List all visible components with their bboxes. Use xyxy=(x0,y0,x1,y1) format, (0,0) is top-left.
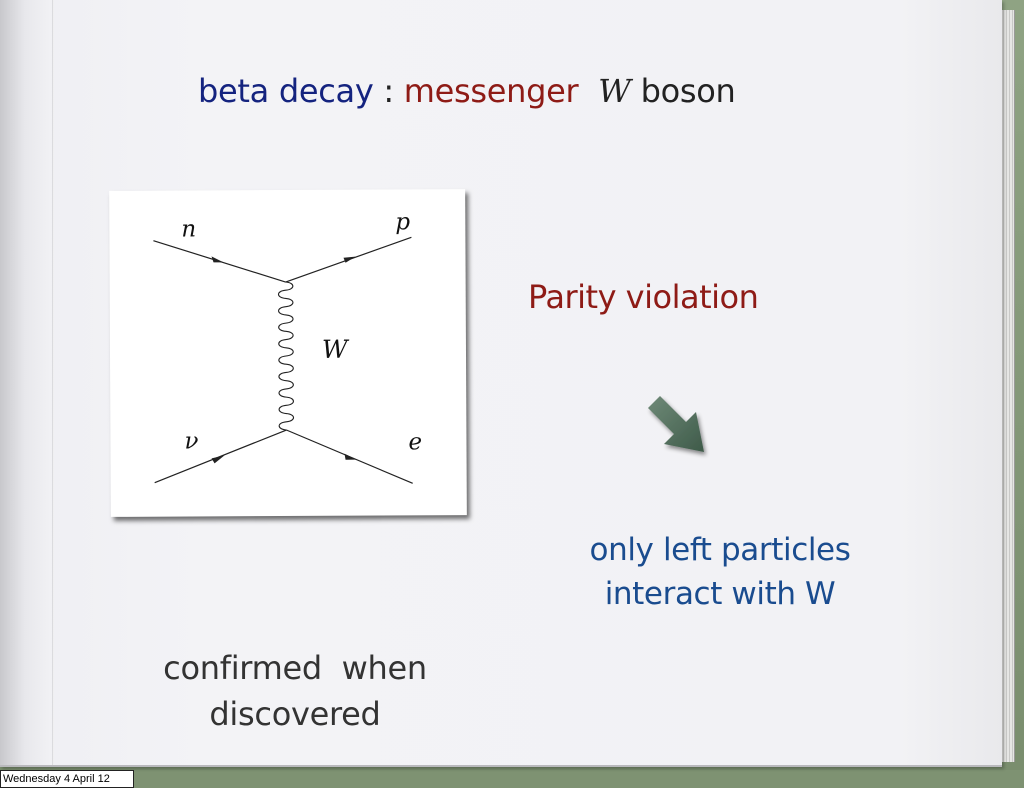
feynman-diagram-card: n p W ν e xyxy=(109,189,467,517)
w-boson-wavy-line xyxy=(277,281,295,431)
left-particles-line2: interact with W xyxy=(604,576,836,612)
title-boson: boson xyxy=(630,72,736,110)
label-p: p xyxy=(395,209,410,235)
label-e: e xyxy=(408,429,422,455)
slide-page: beta decay : messenger W boson n p W ν e… xyxy=(0,0,1002,767)
electron-arrow-icon xyxy=(344,453,357,460)
slide-title: beta decay : messenger W boson xyxy=(198,72,736,122)
proton-arrow-icon xyxy=(343,256,356,263)
title-separator: : xyxy=(373,72,404,110)
neutron-arrow-icon xyxy=(211,256,224,263)
neutrino-arrow-icon xyxy=(211,455,225,464)
confirmed-line2: discovered xyxy=(209,695,381,733)
left-particles-line1: only left particles xyxy=(589,532,851,568)
title-messenger: messenger xyxy=(403,72,579,110)
title-w-symbol: W xyxy=(598,72,631,110)
title-beta-decay: beta decay xyxy=(198,72,374,110)
label-n: n xyxy=(181,216,196,242)
book-pages-edge xyxy=(998,10,1015,762)
arrow-down-right-icon xyxy=(644,392,712,460)
label-w: W xyxy=(322,335,350,364)
date-footer: Wednesday 4 April 12 xyxy=(0,770,134,788)
parity-violation-text: Parity violation xyxy=(528,278,759,316)
page-fold-shadow xyxy=(0,0,70,765)
page-fold-line xyxy=(52,0,54,765)
label-nu: ν xyxy=(184,428,198,454)
confirmed-text: confirmed when discovered xyxy=(140,645,450,737)
left-particles-text: only left particles interact with W xyxy=(560,528,880,616)
confirmed-line1: confirmed when xyxy=(163,649,427,687)
feynman-diagram: n p W ν e xyxy=(153,209,422,484)
